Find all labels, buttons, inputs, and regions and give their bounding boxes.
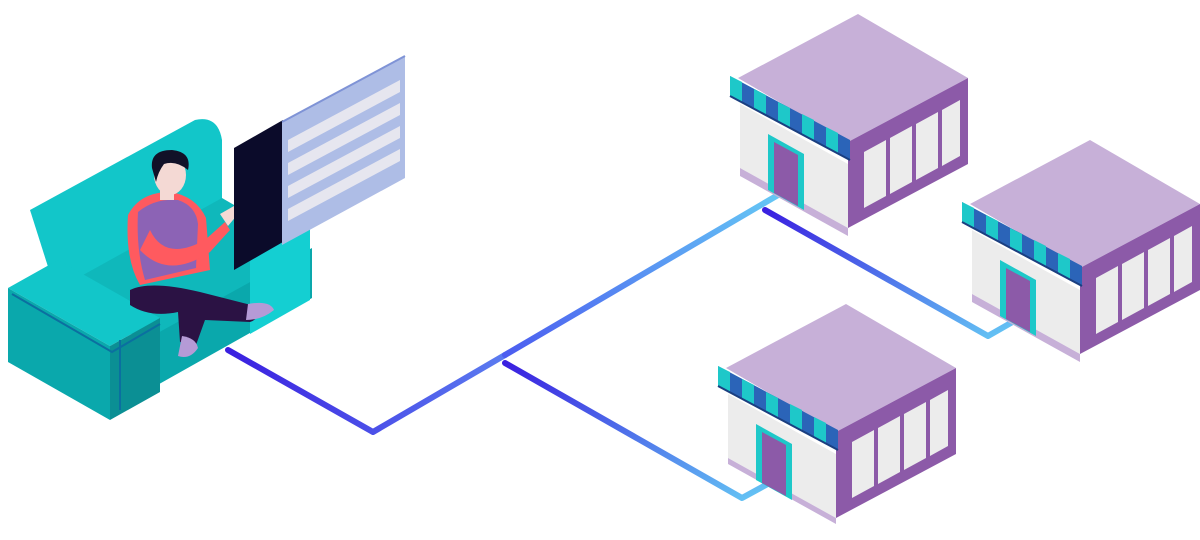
screen-back — [234, 120, 283, 270]
panel-row-4 — [288, 149, 400, 221]
panel-row-3 — [288, 126, 400, 198]
store-roof — [970, 140, 1200, 268]
person-arm — [140, 222, 230, 266]
store-roof — [738, 14, 968, 142]
content-panel-edge — [281, 55, 406, 123]
sofa-arm-left-side — [110, 318, 160, 420]
person-shoe-right — [246, 302, 274, 320]
store-awning — [717, 366, 839, 451]
store-awning — [961, 202, 1083, 287]
panel-row-2 — [288, 103, 400, 175]
person-legs — [130, 285, 258, 345]
store-awning — [729, 76, 851, 161]
store-side-windows — [864, 100, 960, 208]
store-bottom — [717, 304, 956, 524]
network-line-sofa — [225, 347, 508, 435]
content-panel — [282, 56, 405, 245]
panel-row-1 — [288, 80, 400, 152]
sofa-arm-left-front — [8, 288, 110, 420]
sofa-piping — [11, 293, 161, 354]
store-roof — [726, 304, 956, 432]
screen — [234, 55, 406, 270]
store-right — [961, 140, 1200, 362]
store-top — [729, 14, 968, 236]
store-door — [774, 142, 798, 206]
store-door — [762, 432, 786, 496]
store-side-windows — [852, 390, 948, 498]
person-hair — [151, 150, 189, 182]
network-line-to-top-store — [502, 185, 793, 358]
content-panel-rows — [288, 80, 400, 221]
sofa-arm-left-top — [8, 260, 160, 346]
store-side-windows — [1096, 226, 1192, 334]
person-shoe-left — [178, 336, 198, 357]
person-hand — [220, 206, 238, 226]
store-door — [1006, 268, 1030, 332]
person — [127, 150, 274, 357]
